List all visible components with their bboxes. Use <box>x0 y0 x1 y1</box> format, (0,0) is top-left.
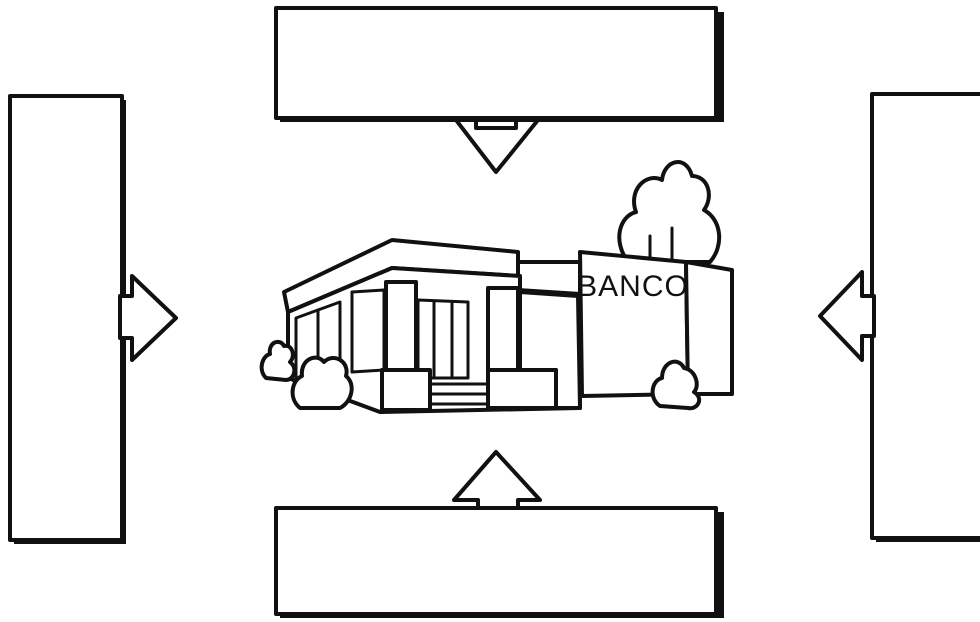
bank-side-panel <box>684 260 734 396</box>
entrance-steps <box>428 382 490 406</box>
building-roof-right <box>516 260 582 296</box>
right-box-group <box>818 92 980 542</box>
tree-right-background <box>617 160 722 264</box>
left-arrow <box>118 274 178 362</box>
shrub-left-small <box>259 339 297 382</box>
base-block-right <box>486 368 558 410</box>
shrub-right <box>650 359 702 411</box>
top-arrow <box>454 118 540 174</box>
top-box-group <box>274 6 724 174</box>
right-text-box[interactable] <box>870 92 980 540</box>
bank-building-illustration: BANCO <box>259 160 734 414</box>
bottom-arrow <box>452 450 542 510</box>
bank-sign-text: BANCO <box>577 270 689 303</box>
base-block-left <box>380 368 432 412</box>
right-arrow <box>818 270 876 362</box>
bottom-text-box[interactable] <box>274 506 718 616</box>
shrub-left-large <box>290 355 354 410</box>
bottom-box-group <box>274 450 724 618</box>
top-text-box[interactable] <box>274 6 718 120</box>
left-text-box[interactable] <box>8 94 124 542</box>
column-left <box>384 280 418 376</box>
left-box-group <box>8 94 178 544</box>
column-right <box>486 286 520 376</box>
